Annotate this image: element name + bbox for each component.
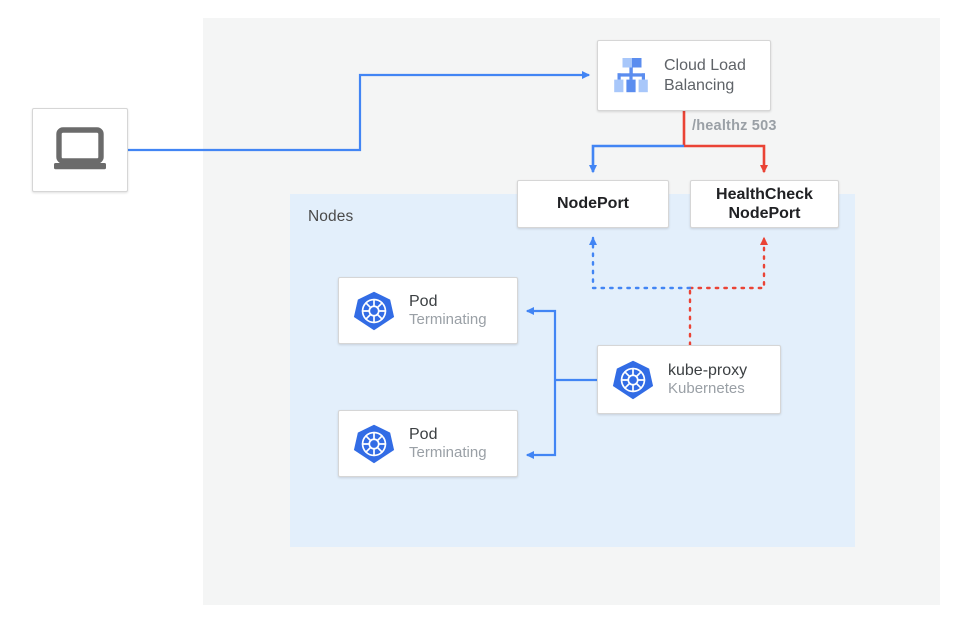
- pod-1-title: Pod: [409, 292, 438, 310]
- kube-proxy-title: kube-proxy: [668, 361, 748, 379]
- kubernetes-icon: [612, 359, 654, 401]
- cloud-load-balancing-icon: [608, 55, 654, 97]
- laptop-icon: [52, 127, 108, 173]
- pod-1-status: Terminating: [409, 311, 487, 329]
- healthcheck-nodeport-node[interactable]: HealthCheck NodePort: [690, 180, 839, 228]
- client-node[interactable]: [32, 108, 128, 192]
- healthcheck-nodeport-label: HealthCheck NodePort: [716, 185, 813, 223]
- cloud-load-balancing-text: Cloud Load Balancing: [664, 56, 770, 95]
- pod-node-2[interactable]: Pod Terminating: [338, 410, 518, 477]
- pod-node-1[interactable]: Pod Terminating: [338, 277, 518, 344]
- cloud-load-balancing-node[interactable]: Cloud Load Balancing: [597, 40, 771, 111]
- nodes-panel-label: Nodes: [308, 208, 354, 225]
- kubernetes-icon: [353, 290, 395, 332]
- kube-proxy-text: kube-proxy Kubernetes: [668, 361, 747, 399]
- pod-2-title: Pod: [409, 425, 438, 443]
- kubernetes-icon: [353, 423, 395, 465]
- pod-2-text: Pod Terminating: [409, 425, 487, 463]
- nodeport-node[interactable]: NodePort: [517, 180, 669, 228]
- healthcheck-nodeport-label-line2: NodePort: [728, 205, 801, 222]
- pod-2-status: Terminating: [409, 444, 487, 462]
- nodeport-label: NodePort: [557, 195, 629, 213]
- healthcheck-nodeport-label-line1: HealthCheck: [716, 185, 813, 203]
- healthz-edge-label: /healthz 503: [692, 118, 777, 134]
- pod-1-text: Pod Terminating: [409, 292, 487, 330]
- cloud-load-balancing-title: Cloud Load Balancing: [664, 56, 746, 94]
- kube-proxy-node[interactable]: kube-proxy Kubernetes: [597, 345, 781, 414]
- kube-proxy-subtitle: Kubernetes: [668, 380, 745, 398]
